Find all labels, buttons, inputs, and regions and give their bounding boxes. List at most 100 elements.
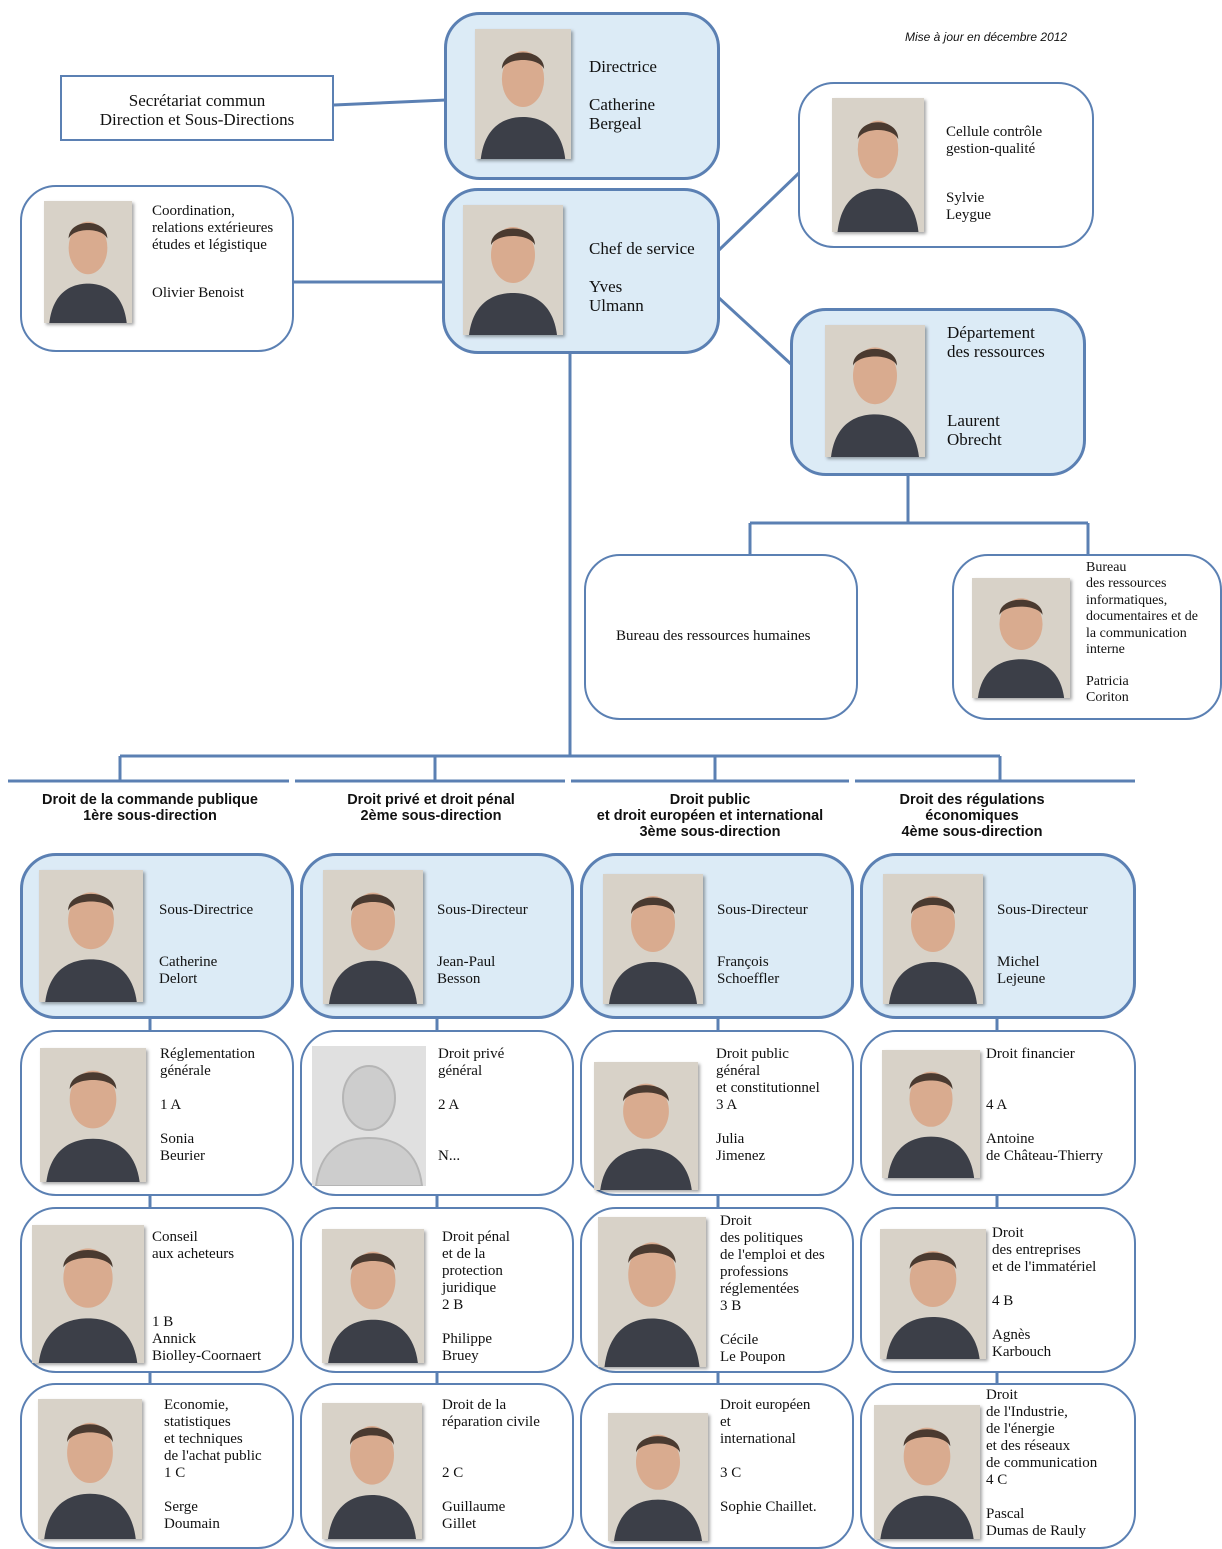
portrait-icon <box>44 201 132 323</box>
column-header-1: Droit de la commande publique 1ère sous-… <box>42 792 258 824</box>
head-1-photo <box>39 870 143 1002</box>
head-3-photo <box>603 874 703 1004</box>
bureau-1b-text: Conseil aux acheteurs 1 B Annick Biolley… <box>152 1229 262 1364</box>
bureau-3a: Droit public général et constitutionnel … <box>580 1030 854 1196</box>
cellule-box: Cellule contrôle gestion-qualité Sylvie … <box>798 82 1094 248</box>
bureau-1b-photo <box>32 1225 144 1363</box>
coordination-role: Coordination, relations extérieures étud… <box>152 203 274 253</box>
secretariat-label: Secrétariat commun Direction et Sous-Dir… <box>99 91 295 129</box>
sous-direction-3-head: Sous-Directeur François Schoeffler <box>580 853 854 1019</box>
column-header-4: Droit des régulations économiques 4ème s… <box>899 792 1045 840</box>
chef-name: Yves Ulmann <box>589 277 644 315</box>
bureau-info-role: Bureau des ressources informatiques, doc… <box>1086 560 1198 658</box>
portrait-icon <box>603 874 703 1004</box>
portrait-icon <box>40 1048 146 1182</box>
head-1-name: Catherine Delort <box>159 954 218 987</box>
bureau-2a: Droit privé général 2 A N... <box>300 1030 574 1196</box>
portrait-icon <box>598 1217 706 1367</box>
bureau-1b: Conseil aux acheteurs 1 B Annick Biolley… <box>20 1207 294 1373</box>
bureau-1c-text: Economie, statistiques et techniques de … <box>164 1397 262 1532</box>
bureau-2b-text: Droit pénal et de la protection juridiqu… <box>442 1229 510 1364</box>
bureau-3b-text: Droit des politiques de l'emploi et des … <box>720 1213 825 1365</box>
bureau-4c-text: Droit de l'Industrie, de l'énergie et de… <box>986 1387 1098 1539</box>
coordination-box: Coordination, relations extérieures étud… <box>20 185 294 352</box>
portrait-icon <box>323 870 423 1004</box>
portrait-icon <box>38 1399 142 1539</box>
portrait-icon <box>32 1225 144 1363</box>
bureau-3b-photo <box>598 1217 706 1367</box>
bureau-4b-photo <box>880 1229 986 1359</box>
portrait-icon <box>825 325 925 457</box>
head-2-name: Jean-Paul Besson <box>437 954 496 987</box>
portrait-icon <box>463 205 563 335</box>
portrait-icon <box>39 870 143 1002</box>
chef-box: Chef de service Yves Ulmann <box>442 188 720 354</box>
portrait-icon <box>322 1403 422 1539</box>
directrice-name: Catherine Bergeal <box>589 95 656 133</box>
departement-box: Département des ressources Laurent Obrec… <box>790 308 1086 476</box>
silhouette-icon <box>314 1065 424 1186</box>
head-2-photo <box>323 870 423 1004</box>
bureau-3a-text: Droit public général et constitutionnel … <box>716 1046 820 1164</box>
departement-role: Département des ressources <box>947 323 1045 361</box>
portrait-icon <box>608 1413 708 1541</box>
head-4-photo <box>883 874 983 1004</box>
bureau-2b: Droit pénal et de la protection juridiqu… <box>300 1207 574 1373</box>
directrice-box: Directrice Catherine Bergeal <box>444 12 720 180</box>
departement-name: Laurent Obrecht <box>947 411 1002 449</box>
portrait-icon <box>594 1062 698 1190</box>
head-3-role: Sous-Directeur <box>717 902 808 918</box>
portrait-icon <box>874 1405 980 1539</box>
column-header-3: Droit public et droit européen et intern… <box>596 792 824 840</box>
update-note: Mise à jour en décembre 2012 <box>905 30 1068 44</box>
portrait-icon <box>475 29 571 159</box>
directrice-photo <box>475 29 571 159</box>
cellule-name: Sylvie Leygue <box>946 190 991 223</box>
head-2-role: Sous-Directeur <box>437 902 528 918</box>
bureau-3c: Droit européen et international 3 C Soph… <box>580 1383 854 1549</box>
departement-photo <box>825 325 925 457</box>
bureau-4b-text: Droit des entreprises et de l'immatériel… <box>992 1225 1097 1360</box>
bureau-4a-photo <box>882 1050 980 1178</box>
portrait-icon <box>972 578 1070 698</box>
bureau-1a-text: Réglementation générale 1 A Sonia Beurie… <box>160 1046 255 1164</box>
head-1-role: Sous-Directrice <box>159 902 254 918</box>
portrait-icon <box>880 1229 986 1359</box>
bureau-info-box: Bureau des ressources informatiques, doc… <box>952 554 1222 720</box>
bureau-1a: Réglementation générale 1 A Sonia Beurie… <box>20 1030 294 1196</box>
cellule-role: Cellule contrôle gestion-qualité <box>946 124 1043 157</box>
bureau-info-photo <box>972 578 1070 698</box>
bureau-3c-photo <box>608 1413 708 1541</box>
bureau-3c-text: Droit européen et international 3 C Soph… <box>720 1397 817 1515</box>
secretariat-box: Secrétariat commun Direction et Sous-Dir… <box>60 75 334 141</box>
head-3-name: François Schoeffler <box>717 954 780 987</box>
bureau-rh-label: Bureau des ressources humaines <box>616 628 811 644</box>
bureau-2a-text: Droit privé général 2 A N... <box>438 1046 505 1164</box>
bureau-2c-photo <box>322 1403 422 1539</box>
portrait-icon <box>322 1229 424 1363</box>
portrait-icon <box>883 874 983 1004</box>
bureau-4c: Droit de l'Industrie, de l'énergie et de… <box>860 1383 1136 1549</box>
head-4-role: Sous-Directeur <box>997 902 1088 918</box>
bureau-4a-text: Droit financier 4 A Antoine de Château-T… <box>986 1046 1104 1164</box>
bureau-info-name: Patricia Coriton <box>1086 674 1129 706</box>
bureau-2b-photo <box>322 1229 424 1363</box>
bureau-3a-photo <box>594 1062 698 1190</box>
bureau-rh-box: Bureau des ressources humaines <box>584 554 858 720</box>
bureau-4b: Droit des entreprises et de l'immatériel… <box>860 1207 1136 1373</box>
bureau-2a-photo <box>312 1046 426 1186</box>
portrait-icon <box>832 98 924 232</box>
portrait-icon <box>882 1050 980 1178</box>
bureau-4c-photo <box>874 1405 980 1539</box>
bureau-1c-photo <box>38 1399 142 1539</box>
chef-role: Chef de service <box>589 239 695 258</box>
sous-direction-1-head: Sous-Directrice Catherine Delort <box>20 853 294 1019</box>
bureau-2c-text: Droit de la réparation civile 2 C Guilla… <box>442 1397 540 1532</box>
bureau-4a: Droit financier 4 A Antoine de Château-T… <box>860 1030 1136 1196</box>
column-header-2: Droit privé et droit pénal 2ème sous-dir… <box>347 792 515 824</box>
sous-direction-2-head: Sous-Directeur Jean-Paul Besson <box>300 853 574 1019</box>
bureau-1c: Economie, statistiques et techniques de … <box>20 1383 294 1549</box>
bureau-2c: Droit de la réparation civile 2 C Guilla… <box>300 1383 574 1549</box>
head-4-name: Michel Lejeune <box>997 954 1046 987</box>
bureau-1a-photo <box>40 1048 146 1182</box>
